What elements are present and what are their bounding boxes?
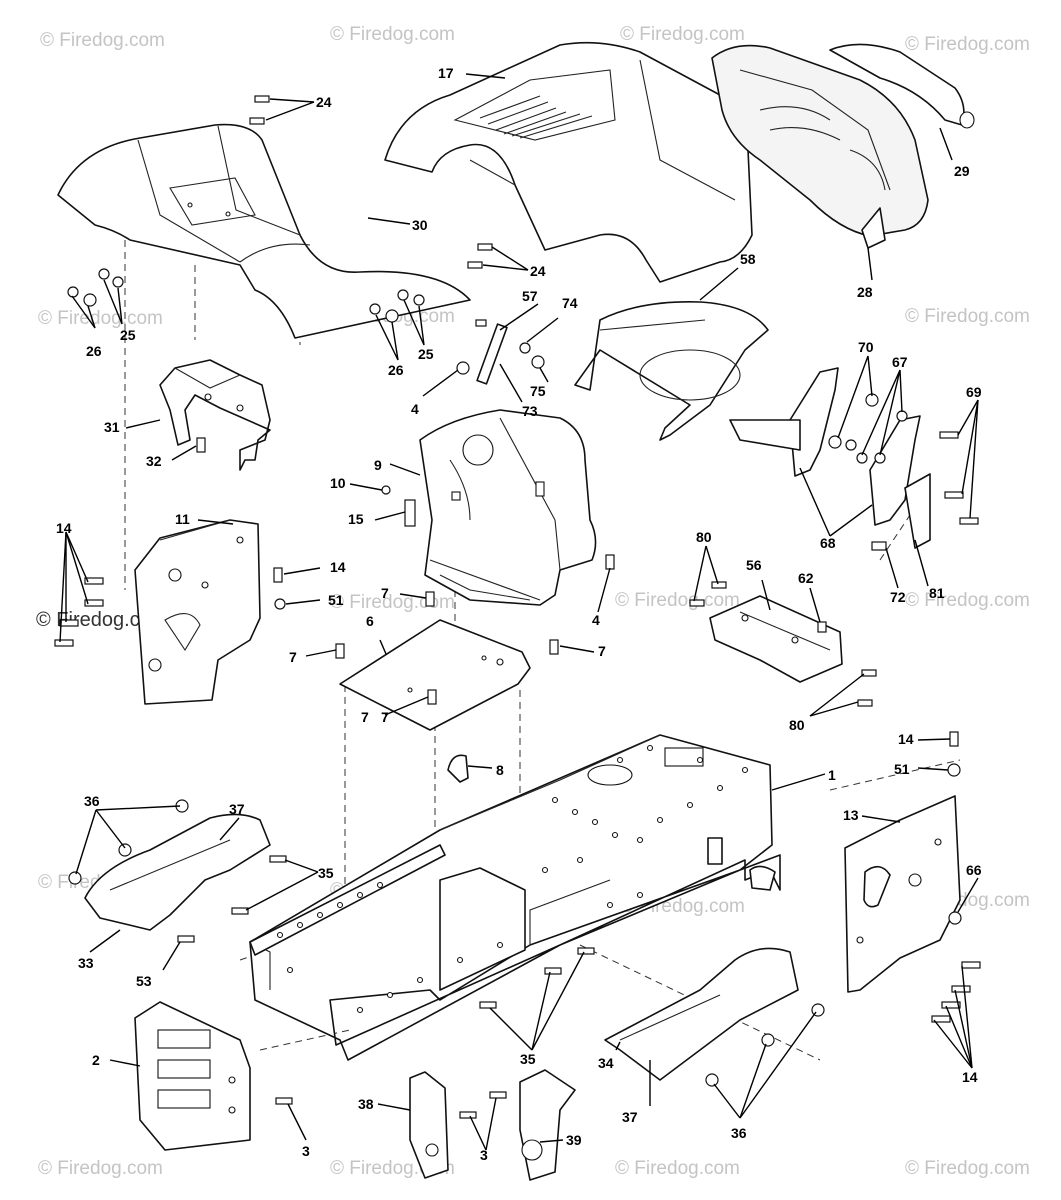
callout-label: 7	[289, 649, 297, 665]
callout-label: 3	[302, 1143, 310, 1159]
callout-label: 9	[374, 457, 382, 473]
left-footrest-part-33	[84, 813, 271, 931]
hood-part-17	[384, 41, 753, 283]
leader-lines	[59, 73, 979, 1151]
rear-fender-part-30	[57, 123, 471, 339]
callout-label: 7	[381, 585, 389, 601]
watermark: © Firedog.com	[40, 30, 165, 51]
callout-label: 14	[962, 1069, 978, 1085]
callout-label: 72	[890, 589, 906, 605]
callout-label: 62	[798, 570, 814, 586]
callout-label: 51	[328, 592, 344, 608]
callout-label: 51	[894, 761, 910, 777]
callout-label: 68	[820, 535, 836, 551]
callout-label: 37	[229, 801, 245, 817]
callout-label: 80	[789, 717, 805, 733]
watermark: © Firedog.com	[905, 590, 1030, 611]
callout-label: 81	[929, 585, 945, 601]
callout-label: 30	[412, 217, 428, 233]
callout-label: 36	[84, 793, 100, 809]
left-side-panel-part-11	[134, 519, 261, 705]
callout-label: 14	[330, 559, 346, 575]
callout-label: 24	[530, 263, 546, 279]
callout-label: 69	[966, 384, 982, 400]
callout-labels: 1 2 3 3 4 4 6 7 7 7 7 7 8 9 10 11 13 14 …	[56, 65, 982, 1163]
dash-panel-part-58	[574, 301, 769, 441]
callout-label: 31	[104, 419, 120, 435]
callout-label: 38	[358, 1096, 374, 1112]
callout-label: 35	[318, 865, 334, 881]
callout-label: 66	[966, 862, 982, 878]
right-footrest-part-37	[604, 947, 799, 1081]
front-bracket-part-2	[134, 1001, 251, 1151]
callout-label: 32	[146, 453, 162, 469]
callout-label: 4	[592, 612, 600, 628]
callout-label: 6	[366, 613, 374, 629]
dash-tower-part-9	[419, 409, 597, 606]
callout-label: 7	[598, 643, 606, 659]
callout-label: 7	[361, 709, 369, 725]
callout-label: 35	[520, 1051, 536, 1067]
fasteners	[54, 95, 981, 1119]
callout-label: 74	[562, 295, 578, 311]
watermark: © Firedog.com	[905, 34, 1030, 55]
callout-label: 10	[330, 475, 346, 491]
callout-label: 53	[136, 973, 152, 989]
watermark: © Firedog.com	[905, 306, 1030, 327]
seat-bracket-part-31	[159, 359, 271, 471]
watermark: © Firedog.com	[905, 1158, 1030, 1179]
grille-part-29	[711, 43, 975, 249]
right-side-panel-part-13	[844, 795, 961, 993]
callout-label: 25	[418, 346, 434, 362]
watermark: © Firedog.com	[38, 308, 163, 329]
callout-label: 14	[56, 520, 72, 536]
callout-label: 1	[828, 767, 836, 783]
frame-part-1	[249, 734, 781, 1061]
callout-label: 37	[622, 1109, 638, 1125]
callout-label: 58	[740, 251, 756, 267]
callout-label: 29	[954, 163, 970, 179]
callout-label: 15	[348, 511, 364, 527]
callout-label: 3	[480, 1147, 488, 1163]
pedal-bracket-part-56	[709, 595, 843, 683]
axle-bracket-part-38	[409, 1071, 449, 1179]
callout-label: 33	[78, 955, 94, 971]
watermark: © Firedog.com	[330, 24, 455, 45]
callout-label: 14	[898, 731, 914, 747]
steering-bracket-part-68	[729, 367, 931, 549]
callout-label: 75	[530, 383, 546, 399]
callout-label: 36	[731, 1125, 747, 1141]
callout-label: 7	[381, 709, 389, 725]
callout-label: 26	[86, 343, 102, 359]
callout-label: 57	[522, 288, 538, 304]
callout-label: 25	[120, 327, 136, 343]
callout-label: 73	[522, 403, 538, 419]
watermark: © Firedog.com	[330, 592, 455, 613]
callout-label: 70	[858, 339, 874, 355]
callout-label: 11	[175, 511, 190, 527]
callout-label: 8	[496, 762, 504, 778]
callout-label: 24	[316, 94, 332, 110]
watermark: © Firedog.com	[620, 24, 745, 45]
callout-label: 34	[598, 1055, 614, 1071]
callout-label: 26	[388, 362, 404, 378]
callout-label: 13	[843, 807, 859, 823]
callout-label: 4	[411, 401, 419, 417]
callout-label: 17	[438, 65, 454, 81]
callout-label: 28	[857, 284, 873, 300]
callout-label: 67	[892, 354, 908, 370]
watermark: © Firedog.com	[615, 1158, 740, 1179]
callout-label: 56	[746, 557, 762, 573]
watermark: © Firedog.com	[38, 1158, 163, 1179]
callout-label: 2	[92, 1052, 100, 1068]
axle-bracket-part-39	[519, 1069, 576, 1181]
callout-label: 80	[696, 529, 712, 545]
watermark: © Firedog.com	[615, 590, 740, 611]
floor-plate-part-6	[339, 619, 531, 731]
callout-label: 39	[566, 1132, 582, 1148]
clip-part-8	[447, 754, 469, 783]
